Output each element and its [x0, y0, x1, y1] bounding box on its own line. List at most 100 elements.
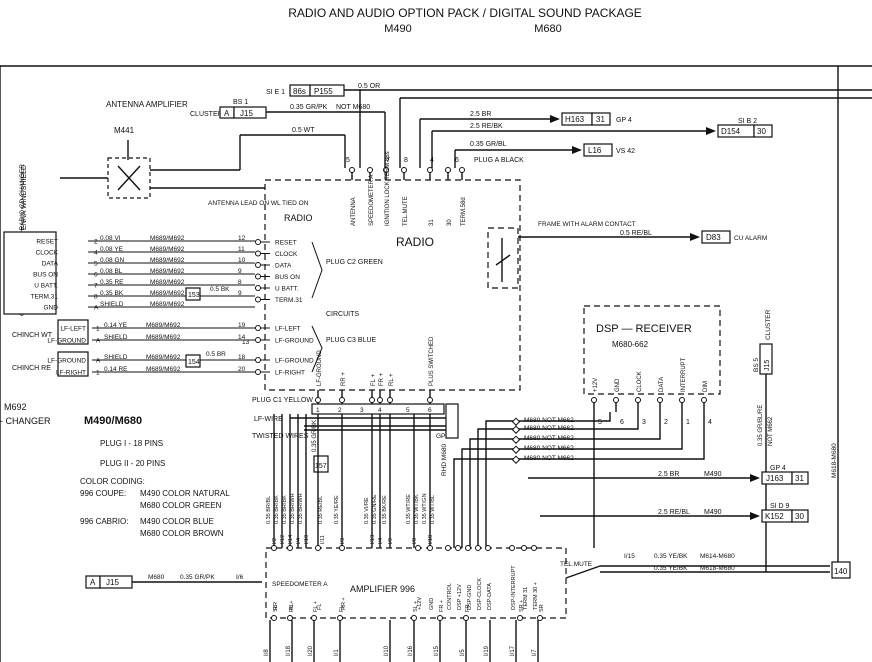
cinch-wt-box — [57, 319, 89, 345]
d154-label: D154 — [721, 127, 741, 136]
cd-row-wire-label: SHIELD — [100, 301, 124, 308]
harness-wire-number: I/3 — [340, 538, 346, 544]
amp-top-pin-terminal — [415, 545, 421, 551]
amp-wire-25rebl: 2.5 RE/BL — [658, 509, 690, 516]
amp-top-pin-label: RR — [273, 602, 279, 610]
dsp-cluster: CLUSTER — [765, 309, 772, 340]
radio-c2-pin-label: RESET — [275, 240, 297, 247]
m680-line-label: M680 NOT M662 — [524, 417, 574, 424]
radio-bottom-pin-terminal — [387, 397, 393, 403]
gp-j163-box — [445, 403, 459, 439]
amp-pin-i6: I/6 — [236, 574, 244, 581]
radio-top-pin-terminal — [367, 167, 373, 173]
dsp-pin-number: 5 — [598, 419, 602, 426]
cd-row-signal: TERM.31 — [31, 294, 59, 301]
amp-top-pin-label: RR + — [341, 597, 347, 610]
cd-extra-wire: 0.5 BK — [210, 286, 230, 293]
radio-c3-pin-terminal — [255, 325, 261, 331]
radio-pin-number: 4 — [430, 157, 434, 164]
amp-top-pin-terminal — [531, 545, 537, 551]
amp-top-pin-label: DSP-DATA — [487, 583, 493, 610]
radio-c3-pin-label: LF-LEFT — [275, 326, 301, 333]
cd-row-pin: 12 — [238, 235, 246, 242]
amp-wire-grpk: 0.35 GR/PK — [180, 574, 215, 581]
radio-c2-pin-label: TERM.31 — [275, 297, 303, 304]
arrow-d154 — [706, 127, 716, 135]
dsp-route-wire — [469, 412, 661, 548]
vs42-label: VS 42 — [616, 148, 635, 155]
amp-bottom-wire-number: I/18 — [286, 645, 292, 656]
dsp-pin-terminal — [701, 397, 707, 403]
cinch-wt-row-group: M689/M692 — [146, 322, 181, 329]
cd-row-wire-label: 0.08 GN — [100, 257, 125, 264]
amp-top-pin-terminal — [315, 545, 321, 551]
plug-c1-pin-number: 1 — [316, 407, 320, 414]
radio-bottom-pin-label: RL + — [389, 373, 395, 386]
amp-bottom-wire-number: I/19 — [484, 645, 490, 656]
cd-row-signal: U BATT. — [34, 283, 58, 290]
arrow-k152 — [750, 512, 760, 520]
radio-bottom-pin-label: RR + — [341, 372, 347, 386]
radio-bottom-pin-label: FR + — [379, 372, 385, 386]
m680-line-marker — [511, 435, 521, 444]
dsp-not-m662: NOT M662 — [768, 416, 774, 446]
radio-c3-pin-terminal — [255, 337, 261, 343]
radio-c2-pin-label: DATA — [275, 263, 292, 270]
cd-row-group: M689/M692 — [150, 279, 185, 286]
cd-row-number: 5 — [94, 261, 98, 268]
arrow-l16 — [572, 146, 582, 154]
cinch-re-row-signal: LF-RIGHT — [56, 370, 86, 377]
antenna-windshield-label: ANTENNA WINDSHIELD — [21, 165, 28, 244]
h163-label: H163 — [565, 115, 585, 124]
cinch-re-row-wire-label: 0.14 RE — [104, 366, 128, 373]
amp-top-pin-label: RL — [289, 603, 295, 610]
amp-wire-yebk1: 0.35 YE/BK — [654, 553, 688, 560]
wire-wt-label: 0.5 WT — [292, 127, 315, 134]
cd-row-group: M689/M692 — [150, 290, 185, 297]
note-title: M490/M680 — [84, 415, 142, 427]
amplifier-tel-mute: TEL.MUTE — [560, 561, 593, 568]
amp-bottom-wire-number: I/10 — [384, 645, 390, 656]
harness-wire-color: 0.35 BR/BK — [282, 495, 288, 524]
d83-box — [701, 230, 731, 244]
g157-label: 157 — [315, 463, 327, 470]
cinch-re-label: CHINCH RE — [12, 365, 51, 372]
frame-wire-label: 0.5 RE/BL — [620, 230, 652, 237]
m680-line-marker — [511, 445, 521, 454]
harness-wire-number: I/9 — [388, 538, 394, 544]
cinch-re-row-pin: 20 — [238, 366, 246, 373]
harness-wire-number: I/18 — [428, 535, 434, 544]
cinch-wt-row-signal: LF-GROUND — [47, 338, 86, 345]
radio-c2-pin-label: CLOCK — [275, 251, 298, 258]
note-coupe: 996 COUPE: — [80, 489, 126, 498]
radio-bottom-pin-terminal — [427, 397, 433, 403]
plug-c1-pin-number: 5 — [406, 407, 410, 414]
cinch-re-box — [57, 351, 89, 377]
cinch-wt-row-signal: LF-LEFT — [60, 326, 86, 333]
note-m692: M692 — [4, 402, 27, 412]
dsp-pin-terminal — [591, 397, 597, 403]
radio-bottom-pin-terminal — [315, 397, 321, 403]
amp-top-pin-label: CONTROL — [447, 583, 453, 610]
cd-row-group: M689/M692 — [150, 235, 185, 242]
dsp-pin-terminal — [613, 397, 619, 403]
harness-wire-color: 0.35 BR/WH — [298, 493, 304, 524]
plug-c3-label: PLUG C3 BLUE — [326, 337, 377, 344]
plug-a-black-label: PLUG A BLACK — [474, 157, 524, 164]
harness-wire-number: I/8 — [412, 538, 418, 544]
dsp-model: M680-662 — [612, 340, 649, 349]
dsp-route-wire — [461, 412, 683, 548]
amp-top-pin-label: GND — [429, 598, 435, 610]
gp-j163-label: GP 4 — [436, 433, 451, 440]
harness-wire-color: 0.35 BR/BK — [274, 495, 280, 524]
plug-c1-pin-number: 3 — [360, 407, 364, 414]
amp-j163-31-label: 31 — [795, 474, 804, 483]
radio-pin-number: 7 — [386, 157, 390, 164]
dsp-title: DSP — RECEIVER — [596, 323, 692, 335]
radio-bottom-pin-terminal — [369, 397, 375, 403]
harness-wire-color: 0.35 BK/RE — [382, 495, 388, 524]
cd-row-number: 7 — [94, 283, 98, 290]
